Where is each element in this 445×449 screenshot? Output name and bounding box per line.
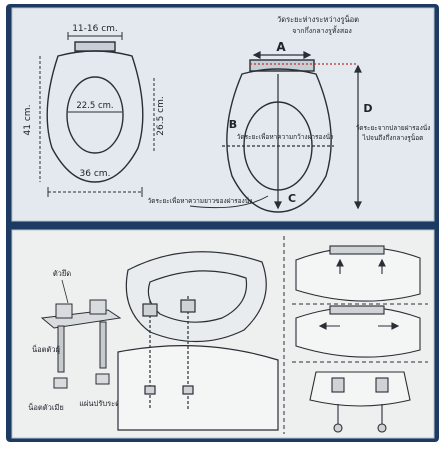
- seat-lid-perspective: [125, 251, 267, 343]
- step-3-drawing: [309, 371, 411, 433]
- nut-right: [95, 373, 110, 385]
- width-note: วัดระยะเพื่อหาความกว้างฝารองนั่ง: [237, 132, 333, 141]
- seat-height-label: 41 cm.: [23, 105, 33, 136]
- seat-outline: [46, 50, 144, 183]
- bolt-spacing-note-line2: จากกึ่งกลางรูทั้งสอง: [292, 24, 352, 35]
- hole-width-label: 22.5 cm.: [76, 101, 113, 111]
- parts-exploded-view: [40, 299, 122, 389]
- installed-seat-view: [117, 251, 279, 431]
- bottom-note-leader: [189, 195, 269, 209]
- hinge-width-label: 11-16 cm.: [72, 24, 118, 34]
- seat-hole: [66, 76, 124, 154]
- seat-dimension-drawing: [46, 41, 144, 183]
- dimension-d-label: D: [363, 102, 372, 115]
- step-2-drawing: [295, 305, 421, 358]
- hinge-width-dimension: [67, 32, 123, 40]
- bottom-note: วัดระยะเพื่อหาความยาวของฝารองนั่ง: [148, 196, 253, 205]
- measure-hinge: [249, 59, 315, 72]
- bolt-spacing-note-line1: วัดระยะห่างระหว่างรูน็อต: [277, 14, 359, 24]
- step-1-drawing: [295, 245, 421, 302]
- washer-plate-label: แผ่นปรับระดับ: [79, 399, 125, 408]
- bolt-top-label: น็อตตัวผู้: [32, 344, 60, 354]
- hinge-block-right: [89, 299, 107, 315]
- bolt-bottom-label: น็อตตัวเมีย: [28, 402, 64, 412]
- hole-height-label: 26.5 cm.: [156, 96, 166, 135]
- seat-width-dimension: [47, 187, 143, 197]
- length-note-line1: วัดระยะจากปลายฝารองนั่ง: [356, 123, 431, 132]
- dimension-c-label: C: [288, 192, 296, 205]
- toilet-bowl: [117, 345, 279, 431]
- length-note-line2: ไปจนถึงกึ่งกลางรูน็อต: [362, 133, 424, 142]
- hinge-part-label: ตัวยึด: [53, 269, 71, 278]
- hinge-part-leader: [61, 279, 69, 304]
- bolt-head-left: [142, 303, 158, 317]
- seat-width-label: 36 cm.: [80, 169, 111, 179]
- dimension-d-arrow: [354, 64, 362, 210]
- measure-seat-outline: [226, 68, 332, 213]
- dimension-c-arrow: [274, 74, 282, 210]
- nut-under-right: [182, 385, 194, 395]
- hinge-block-left: [55, 303, 73, 319]
- hinge-block: [74, 41, 116, 52]
- bolt-shaft-left: [57, 325, 65, 373]
- bolt-head-right: [180, 299, 196, 313]
- bolt-shaft-right: [99, 321, 107, 369]
- dimension-a-arrow: [252, 51, 312, 59]
- nut-under-left: [144, 385, 156, 395]
- nut-left: [53, 377, 68, 389]
- dimension-a-label: A: [276, 40, 286, 54]
- dimension-b-label: B: [229, 118, 237, 131]
